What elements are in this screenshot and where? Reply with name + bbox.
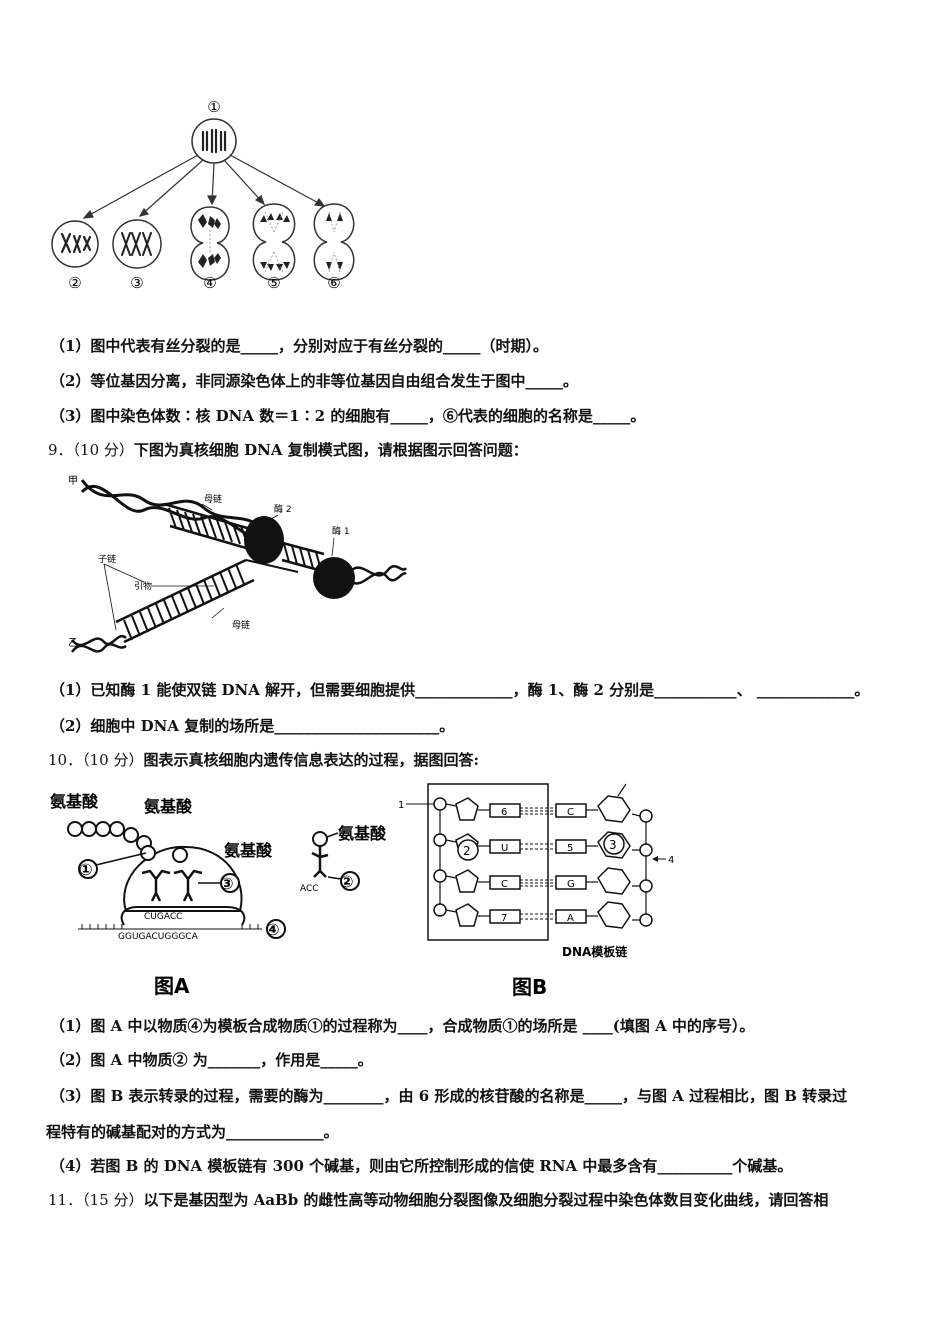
figb-left-base-3: C xyxy=(501,879,508,890)
figa-n2: ② xyxy=(340,872,354,891)
figb-left-base-1: 6 xyxy=(501,807,507,818)
cell-2 xyxy=(51,220,99,268)
cell-label-1: ① xyxy=(207,98,220,116)
label-mei1: 酶 1 xyxy=(332,525,350,537)
figb-n2: 2 xyxy=(463,844,471,858)
figa-mrna: GGUGACUGGGCA xyxy=(118,932,199,942)
q11-score: （15 分） xyxy=(82,1191,144,1209)
cell-division-figure: ① ② ③ ④ ⑤ xyxy=(51,98,355,292)
q10-sub-3-cont: 程特有的碱基配对的方式为_____________。 xyxy=(46,1123,339,1141)
enzyme-1 xyxy=(313,557,355,599)
figa-n4: ④ xyxy=(266,920,280,939)
ribosome xyxy=(123,845,243,912)
figb-right-base-4: A xyxy=(567,913,574,924)
label-mei2: 酶 2 xyxy=(274,503,292,515)
figa-aa3: 氨基酸 xyxy=(224,841,273,860)
figa-anticodon: CUGACC xyxy=(144,912,182,922)
q8-sub-2: （2）等位基因分离，非同源染色体上的非等位基因自由组合发生于图中_____。 xyxy=(50,372,578,390)
figa-aa4b: 氨基酸 xyxy=(338,824,387,843)
q10-sub-2: （2）图 A 中物质② 为_______，作用是_____。 xyxy=(50,1051,373,1069)
figa-acc: ACC xyxy=(300,884,319,894)
label-mulian-bottom: 母链 xyxy=(232,619,250,631)
q10-stem: 图表示真核细胞内遗传信息表达的过程，据图回答: xyxy=(143,751,479,769)
q10-number: 10． xyxy=(48,751,83,769)
cell-4 xyxy=(190,206,230,281)
q8-sub-1: （1）图中代表有丝分裂的是_____，分别对应于有丝分裂的_____（时期）。 xyxy=(50,337,548,355)
label-mulian-top: 母链 xyxy=(204,493,222,505)
q8-sub-3: （3）图中染色体数∶核 DNA 数＝1∶2 的细胞有_____，⑥代表的细胞的名… xyxy=(50,407,646,425)
figb-left-base-4: 7 xyxy=(501,913,507,924)
q10-heading: 10．（10 分）图表示真核细胞内遗传信息表达的过程，据图回答: xyxy=(48,750,479,770)
q9-sub-1: （1）已知酶 1 能使双链 DNA 解开，但需要细胞提供____________… xyxy=(50,681,870,699)
figb-n1: 1 xyxy=(398,800,404,811)
figb-right-base-1: C xyxy=(567,807,574,818)
figb-template-label: DNA模板链 xyxy=(562,944,628,959)
label-yi: 乙 xyxy=(68,637,78,649)
free-trna-figure: 氨基酸 ACC ② xyxy=(300,824,387,894)
figb-n4: 4 xyxy=(668,855,674,866)
cell-6 xyxy=(313,203,355,281)
cell-5 xyxy=(252,203,296,281)
cell-1 xyxy=(191,118,237,164)
q10-sub-4: （4）若图 B 的 DNA 模板链有 300 个碱基，则由它所控制形成的信使 R… xyxy=(50,1157,793,1175)
dna-replication-figure: 甲 母链 酶 2 酶 1 子链 引物 母链 乙 xyxy=(68,476,408,653)
label-yinwu: 引物 xyxy=(134,580,152,592)
q10-sub-3: （3）图 B 表示转录的过程，需要的酶为________，由 6 形成的核苷酸的… xyxy=(50,1087,848,1105)
figb-n3: 3 xyxy=(609,838,617,852)
label-jia: 甲 xyxy=(68,476,78,487)
rna-box xyxy=(427,783,549,941)
cell-label-4: ④ xyxy=(203,274,216,292)
figa-aa1: 氨基酸 xyxy=(50,792,99,811)
cell-label-5: ⑤ xyxy=(267,274,280,292)
figb-right-base-3: G xyxy=(567,879,575,890)
translation-figure-a: 氨基酸 氨基酸 氨基酸 氨基酸 ① ③ CUGACC GGUGACUGGGCA … xyxy=(50,792,286,998)
q9-score: （10 分） xyxy=(72,441,134,459)
cell-label-6: ⑥ xyxy=(327,274,340,292)
figb-right-base-2: 5 xyxy=(567,843,573,854)
q11-heading: 11．（15 分）以下是基因型为 AaBb 的雌性高等动物细胞分裂图像及细胞分裂… xyxy=(48,1190,828,1210)
q10-score: （10 分） xyxy=(82,751,144,769)
figb-caption: 图B xyxy=(512,975,547,999)
label-zilian: 子链 xyxy=(98,553,116,565)
q10-sub-1: （1）图 A 中以物质④为模板合成物质①的过程称为____，合成物质①的场所是 … xyxy=(50,1017,755,1035)
q9-heading: 9．（10 分）下图为真核细胞 DNA 复制模式图，请根据图示回答问题： xyxy=(48,440,528,460)
enzyme-2 xyxy=(244,516,284,564)
cell-3 xyxy=(112,219,162,269)
q9-number: 9． xyxy=(48,441,73,459)
figa-aa2: 氨基酸 xyxy=(144,797,193,816)
cell-label-2: ② xyxy=(68,274,81,292)
figa-caption: 图A xyxy=(154,974,190,998)
transcription-figure-b: 1 2 6 U C 7 C 5 G A xyxy=(398,783,674,999)
figb-left-base-2: U xyxy=(501,843,508,854)
q11-number: 11． xyxy=(48,1191,83,1209)
q11-stem: 以下是基因型为 AaBb 的雌性高等动物细胞分裂图像及细胞分裂过程中染色体数目变… xyxy=(143,1191,829,1209)
q9-stem: 下图为真核细胞 DNA 复制模式图，请根据图示回答问题： xyxy=(133,441,528,459)
q9-sub-2: （2）细胞中 DNA 复制的场所是______________________。 xyxy=(50,717,455,735)
cell-label-3: ③ xyxy=(130,274,143,292)
figa-n1: ① xyxy=(79,860,93,879)
figa-n3: ③ xyxy=(220,874,234,893)
